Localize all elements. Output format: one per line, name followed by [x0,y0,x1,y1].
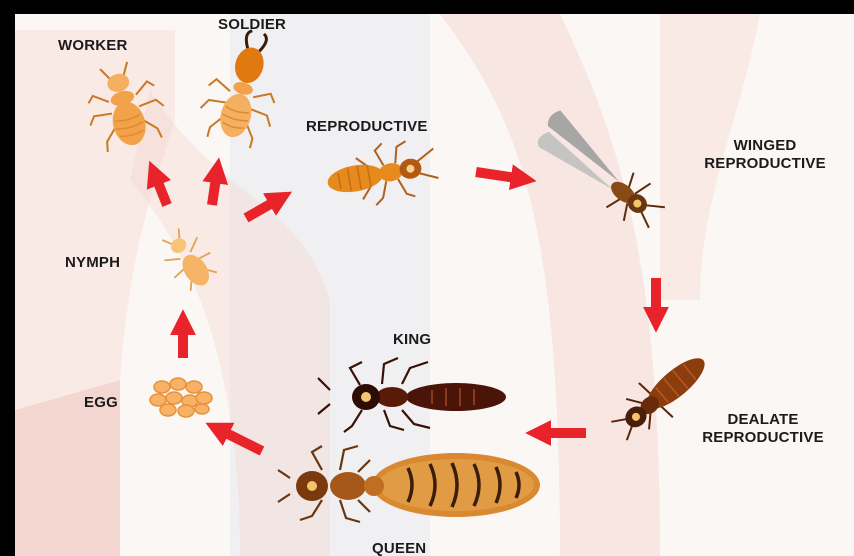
diagram-canvas: WORKER SOLDIER REPRODUCTIVE WINGED REPRO… [15,14,854,556]
label-egg: EGG [84,394,118,412]
arrow-nymph-to-soldier [212,178,216,205]
diagram-graphics [15,14,854,556]
label-dealate-line2: REPRODUCTIVE [683,429,843,447]
label-worker: WORKER [58,37,128,55]
label-soldier: SOLDIER [218,16,286,34]
label-winged-reproductive: WINGED REPRODUCTIVE [685,137,845,173]
label-reproductive: REPRODUCTIVE [306,118,428,136]
arrow-reproductive-to-winged [476,172,516,178]
label-queen: QUEEN [372,540,426,556]
label-winged-line1: WINGED [685,137,845,155]
label-nymph: NYMPH [65,254,120,272]
label-dealate-line1: DEALATE [683,411,843,429]
label-winged-line2: REPRODUCTIVE [685,155,845,173]
label-dealate-reproductive: DEALATE REPRODUCTIVE [683,411,843,447]
label-king: KING [393,331,431,349]
egg-cluster-icon [150,378,212,417]
